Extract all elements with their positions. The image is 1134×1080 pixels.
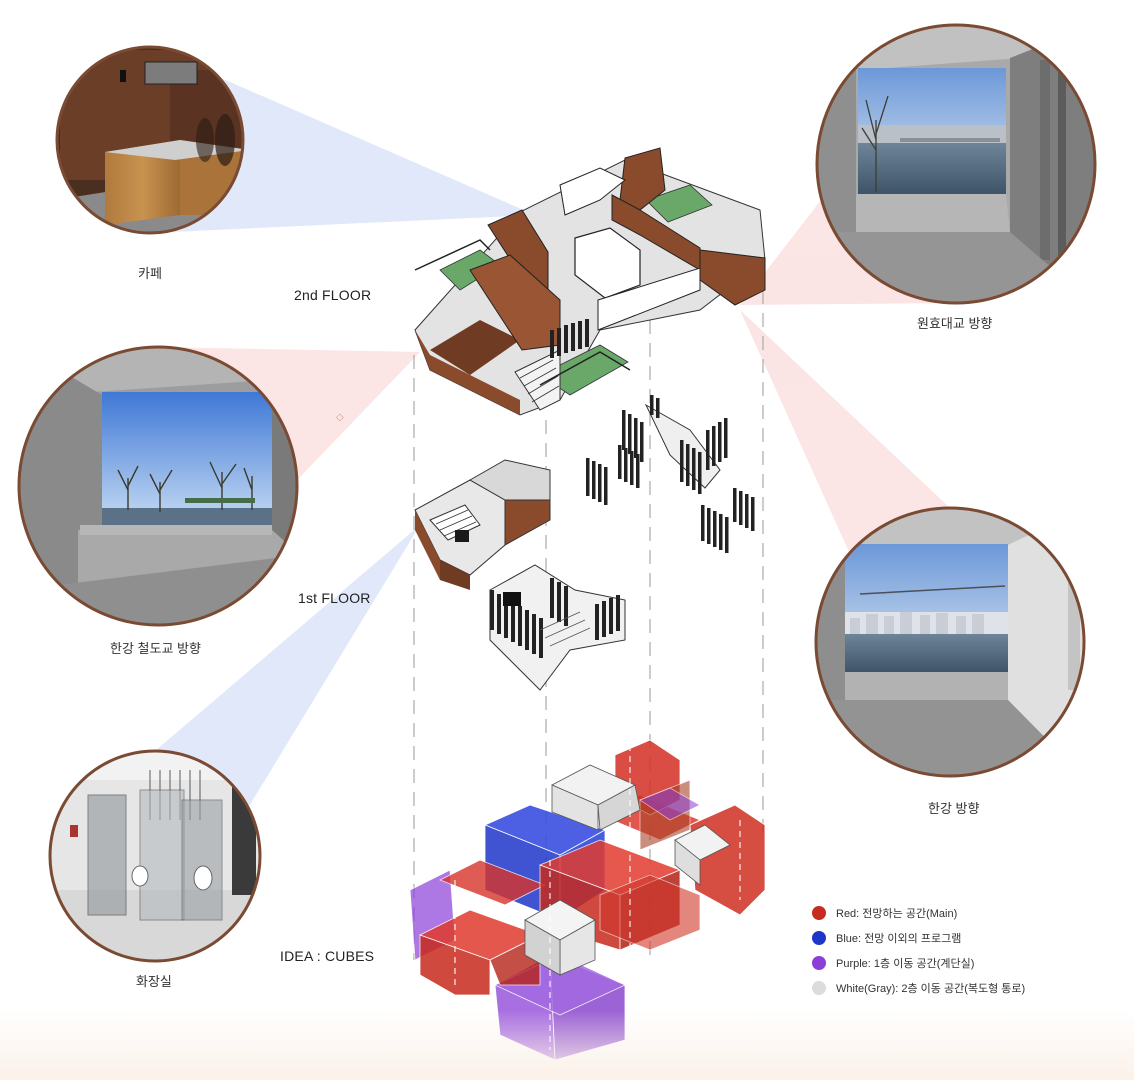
view-circle-hangang bbox=[814, 506, 1086, 778]
view-label-cafe: 카페 bbox=[138, 266, 162, 281]
view-label-railway: 한강 철도교 방향 bbox=[110, 641, 201, 656]
model-loose-parts bbox=[586, 395, 755, 553]
legend-item-purple: Purple: 1층 이동 공간(계단실) bbox=[812, 950, 1025, 975]
legend-dot-icon bbox=[812, 930, 826, 945]
model-idea-cubes bbox=[409, 739, 766, 1061]
view-label-wonhyo: 원효대교 방향 bbox=[917, 316, 993, 331]
view-circle-cafe-frame bbox=[55, 45, 245, 235]
legend-text: Red: 전망하는 공간(Main) bbox=[836, 907, 958, 920]
floor-label-2nd: 2nd FLOOR bbox=[294, 287, 372, 303]
view-circle-hangang-frame bbox=[814, 506, 1086, 778]
legend-item-white: White(Gray): 2층 이동 공간(복도형 통로) bbox=[812, 975, 1025, 1000]
view-circle-restroom-frame bbox=[48, 749, 262, 963]
floor-label-1st: 1st FLOOR bbox=[298, 590, 371, 606]
legend: Red: 전망하는 공간(Main) Blue: 전망 이외의 프로그램 Pur… bbox=[812, 900, 1025, 1000]
legend-dot-icon bbox=[812, 980, 826, 995]
model-1st-floor bbox=[414, 459, 626, 691]
legend-item-red: Red: 전망하는 공간(Main) bbox=[812, 900, 1025, 925]
svg-text:◇: ◇ bbox=[336, 412, 344, 423]
legend-text: Blue: 전망 이외의 프로그램 bbox=[836, 932, 962, 945]
view-circle-restroom bbox=[48, 749, 262, 963]
view-circle-wonhyo bbox=[815, 23, 1097, 305]
legend-item-blue: Blue: 전망 이외의 프로그램 bbox=[812, 925, 1025, 950]
view-circle-railway-frame bbox=[17, 345, 299, 627]
view-circle-wonhyo-frame bbox=[815, 23, 1097, 305]
legend-text: White(Gray): 2층 이동 공간(복도형 통로) bbox=[836, 982, 1026, 995]
model-2nd-floor bbox=[414, 147, 766, 416]
legend-dot-icon bbox=[812, 955, 826, 970]
cubes-white bbox=[524, 764, 731, 976]
legend-text: Purple: 1층 이동 공간(계단실) bbox=[836, 957, 975, 970]
beam-cafe bbox=[150, 47, 535, 233]
view-label-hangang: 한강 방향 bbox=[928, 801, 980, 816]
view-circle-railway bbox=[17, 345, 299, 627]
bottom-fade bbox=[0, 1010, 1134, 1080]
floor-label-idea: IDEA : CUBES bbox=[280, 948, 375, 964]
legend-dot-icon bbox=[812, 905, 826, 920]
view-label-restroom: 화장실 bbox=[136, 974, 172, 989]
